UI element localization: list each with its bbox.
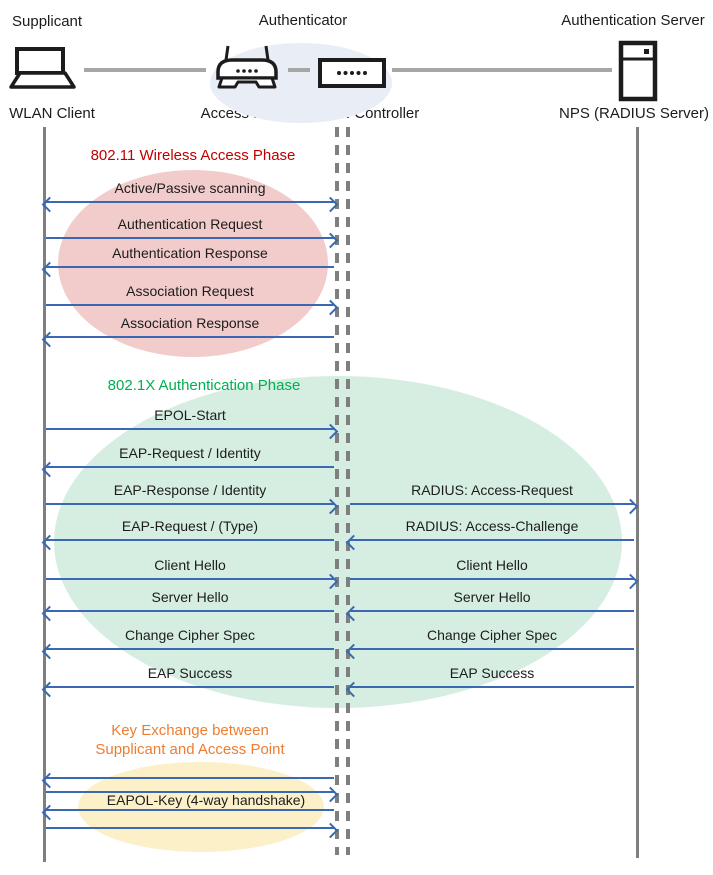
arrow-line xyxy=(41,261,334,278)
access-point-icon xyxy=(213,45,281,98)
message-label: EPOL-Start xyxy=(154,407,226,423)
arrow-line xyxy=(41,681,334,698)
device-label-nps-radius-server: NPS (RADIUS Server) xyxy=(558,105,710,122)
connector-line xyxy=(392,68,612,72)
message-label: Client Hello xyxy=(456,557,528,573)
arrow-line xyxy=(345,534,634,551)
message-label: Change Cipher Spec xyxy=(125,627,255,643)
lifeline-wlan-client xyxy=(43,127,46,862)
arrow-line xyxy=(46,498,339,515)
message-label: EAPOL-Key (4-way handshake) xyxy=(106,792,306,808)
arrow-line xyxy=(46,232,339,249)
phase3-title-line1: Key Exchange between xyxy=(111,722,269,739)
phase2-title: 802.1X Authentication Phase xyxy=(107,377,301,394)
connector-line xyxy=(288,68,310,72)
role-label-supplicant: Supplicant xyxy=(12,13,83,30)
arrow-line xyxy=(46,423,339,440)
arrow-line xyxy=(41,461,334,478)
arrow-line xyxy=(46,786,339,803)
server-icon xyxy=(617,40,659,107)
lifeline-wlan-controller-2 xyxy=(346,127,350,855)
connector-line xyxy=(84,68,206,72)
arrow-line xyxy=(350,498,639,515)
message-label: EAP Success xyxy=(449,665,535,681)
message-label: Server Hello xyxy=(151,589,229,605)
arrow-line xyxy=(41,331,334,348)
message-label: Authentication Response xyxy=(112,245,268,261)
device-label-wlan-client: WLAN Client xyxy=(9,105,95,122)
arrow-line xyxy=(41,196,339,213)
message-label: Authentication Request xyxy=(117,216,263,232)
arrow-line xyxy=(41,534,334,551)
phase3-title: Key Exchange between Supplicant and Acce… xyxy=(40,721,340,759)
message-label: EAP-Request / Identity xyxy=(119,445,261,461)
role-label-authenticator: Authenticator xyxy=(258,12,348,29)
message-label: Client Hello xyxy=(154,557,226,573)
arrow-line xyxy=(345,643,634,660)
laptop-icon xyxy=(8,46,80,97)
message-label: Association Response xyxy=(120,315,260,331)
phase3-title-line2: Supplicant and Access Point xyxy=(95,741,285,758)
role-label-authentication-server: Authentication Server xyxy=(561,12,705,29)
lifeline-wlan-controller-1 xyxy=(335,127,339,855)
message-label: RADIUS: Access-Challenge xyxy=(405,518,579,534)
arrow-line xyxy=(350,573,639,590)
wlan-controller-icon xyxy=(318,58,386,93)
message-label: Active/Passive scanning xyxy=(114,180,266,196)
lifeline-nps-server xyxy=(636,127,639,858)
arrow-line xyxy=(41,605,334,622)
arrow-line xyxy=(345,605,634,622)
arrow-line xyxy=(41,804,334,821)
message-label: RADIUS: Access-Request xyxy=(411,482,573,498)
phase1-title: 802.11 Wireless Access Phase xyxy=(90,147,296,164)
message-label: EAP-Request / (Type) xyxy=(121,518,259,534)
arrow-line xyxy=(46,299,339,316)
arrow-line xyxy=(41,643,334,660)
arrow-line xyxy=(46,573,339,590)
message-label: Association Request xyxy=(126,283,254,299)
arrow-line xyxy=(345,681,634,698)
arrow-line xyxy=(41,772,334,789)
message-label: EAP Success xyxy=(147,665,233,681)
message-label: Server Hello xyxy=(453,589,531,605)
arrow-line xyxy=(46,822,339,839)
message-label: EAP-Response / Identity xyxy=(113,482,267,498)
message-label: Change Cipher Spec xyxy=(427,627,557,643)
